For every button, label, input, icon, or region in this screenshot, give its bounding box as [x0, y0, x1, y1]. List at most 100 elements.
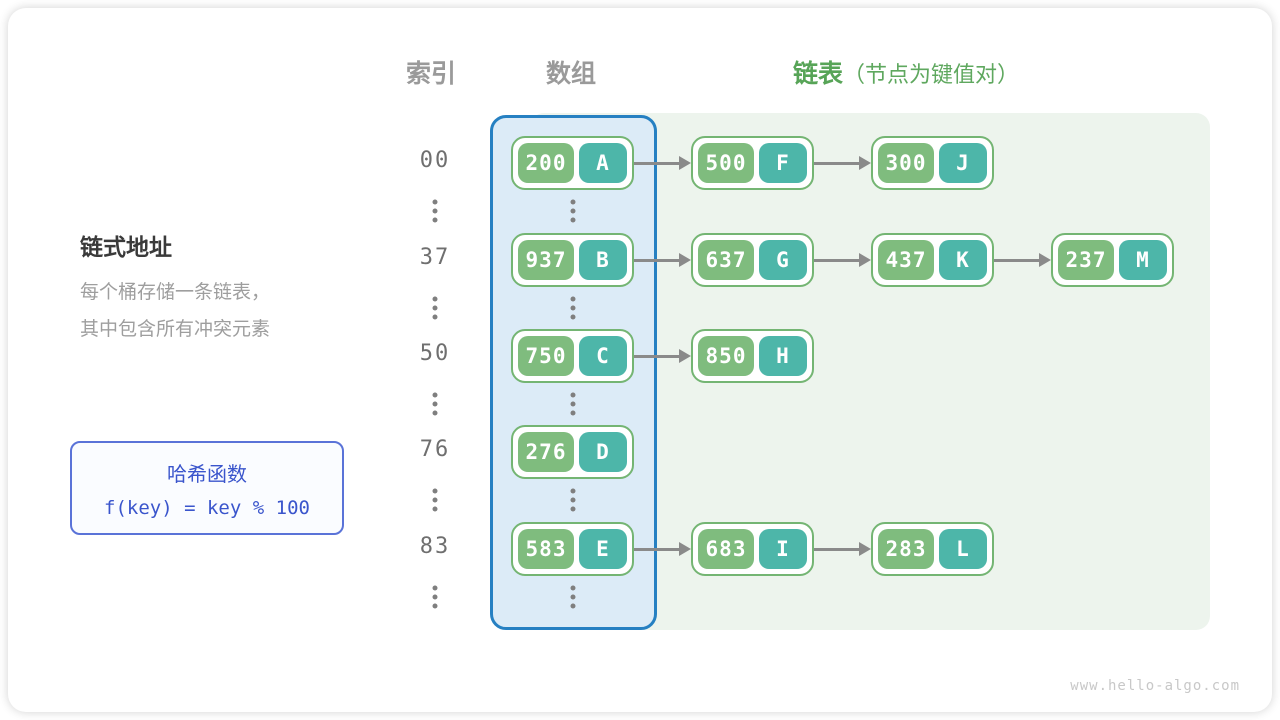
dot: [570, 208, 576, 214]
bucket-index-label: 00: [419, 148, 451, 173]
watermark: www.hello-algo.com: [1070, 678, 1240, 694]
node-value: E: [579, 529, 627, 569]
dot: [570, 506, 576, 512]
bucket-index-label: 76: [419, 437, 451, 462]
node-value: F: [759, 143, 807, 183]
dot: [432, 401, 438, 407]
hash-function-formula: f(key) = key % 100: [104, 496, 310, 519]
node-key: 937: [518, 240, 574, 280]
ellipsis-dots: [570, 488, 576, 512]
node-value: C: [579, 336, 627, 376]
node-value: D: [579, 432, 627, 472]
panel-description-line2: 其中包含所有冲突元素: [80, 319, 271, 340]
node-key: 583: [518, 529, 574, 569]
dot: [570, 594, 576, 600]
dot: [570, 401, 576, 407]
dot: [570, 296, 576, 302]
hash-function-box: 哈希函数 f(key) = key % 100: [70, 441, 344, 535]
list-column-header: 链表 （节点为键值对）: [793, 54, 1019, 90]
pointer-arrow-icon: [634, 541, 691, 557]
pointer-arrow-icon: [814, 155, 871, 171]
panel-description-line1: 每个桶存储一条链表，: [80, 282, 271, 303]
node-value: L: [939, 529, 987, 569]
node-key: 300: [878, 143, 934, 183]
node-value: J: [939, 143, 987, 183]
dot: [570, 603, 576, 609]
node-key: 750: [518, 336, 574, 376]
dot: [570, 585, 576, 591]
pointer-arrow-icon: [634, 252, 691, 268]
bucket-index-label: 50: [419, 341, 451, 366]
dot: [432, 199, 438, 205]
node-key: 283: [878, 529, 934, 569]
panel-description: 每个桶存储一条链表， 其中包含所有冲突元素: [80, 274, 270, 348]
dot: [570, 392, 576, 398]
dot: [570, 488, 576, 494]
dot: [432, 506, 438, 512]
ellipsis-dots: [432, 392, 438, 416]
node-value: G: [759, 240, 807, 280]
dot: [432, 314, 438, 320]
ellipsis-dots: [570, 296, 576, 320]
array-column-header: 数组: [545, 60, 596, 88]
dot: [432, 585, 438, 591]
list-header-label: 链表: [793, 60, 844, 88]
node-key: 850: [698, 336, 754, 376]
dot: [432, 305, 438, 311]
list-header-note: （节点为键值对）: [843, 62, 1020, 87]
node-key: 637: [698, 240, 754, 280]
node-value: B: [579, 240, 627, 280]
dot: [432, 208, 438, 214]
node-value: H: [759, 336, 807, 376]
dot: [432, 392, 438, 398]
dot: [570, 314, 576, 320]
dot: [570, 199, 576, 205]
pointer-arrow-icon: [634, 155, 691, 171]
node-key: 276: [518, 432, 574, 472]
ellipsis-dots: [432, 199, 438, 223]
pointer-arrow-icon: [814, 252, 871, 268]
dot: [432, 497, 438, 503]
ellipsis-dots: [570, 392, 576, 416]
node-value: K: [939, 240, 987, 280]
node-value: M: [1119, 240, 1167, 280]
pointer-arrow-icon: [634, 348, 691, 364]
dot: [570, 497, 576, 503]
bucket-index-label: 37: [419, 245, 451, 270]
dot: [570, 305, 576, 311]
ellipsis-dots: [432, 488, 438, 512]
dot: [432, 217, 438, 223]
hash-function-title: 哈希函数: [167, 463, 247, 486]
node-key: 237: [1058, 240, 1114, 280]
node-key: 437: [878, 240, 934, 280]
node-key: 200: [518, 143, 574, 183]
dot: [432, 488, 438, 494]
pointer-arrow-icon: [814, 541, 871, 557]
dot: [432, 603, 438, 609]
ellipsis-dots: [432, 296, 438, 320]
node-key: 683: [698, 529, 754, 569]
pointer-arrow-icon: [994, 252, 1051, 268]
bucket-index-label: 83: [419, 534, 451, 559]
ellipsis-dots: [570, 199, 576, 223]
dot: [570, 217, 576, 223]
dot: [432, 410, 438, 416]
